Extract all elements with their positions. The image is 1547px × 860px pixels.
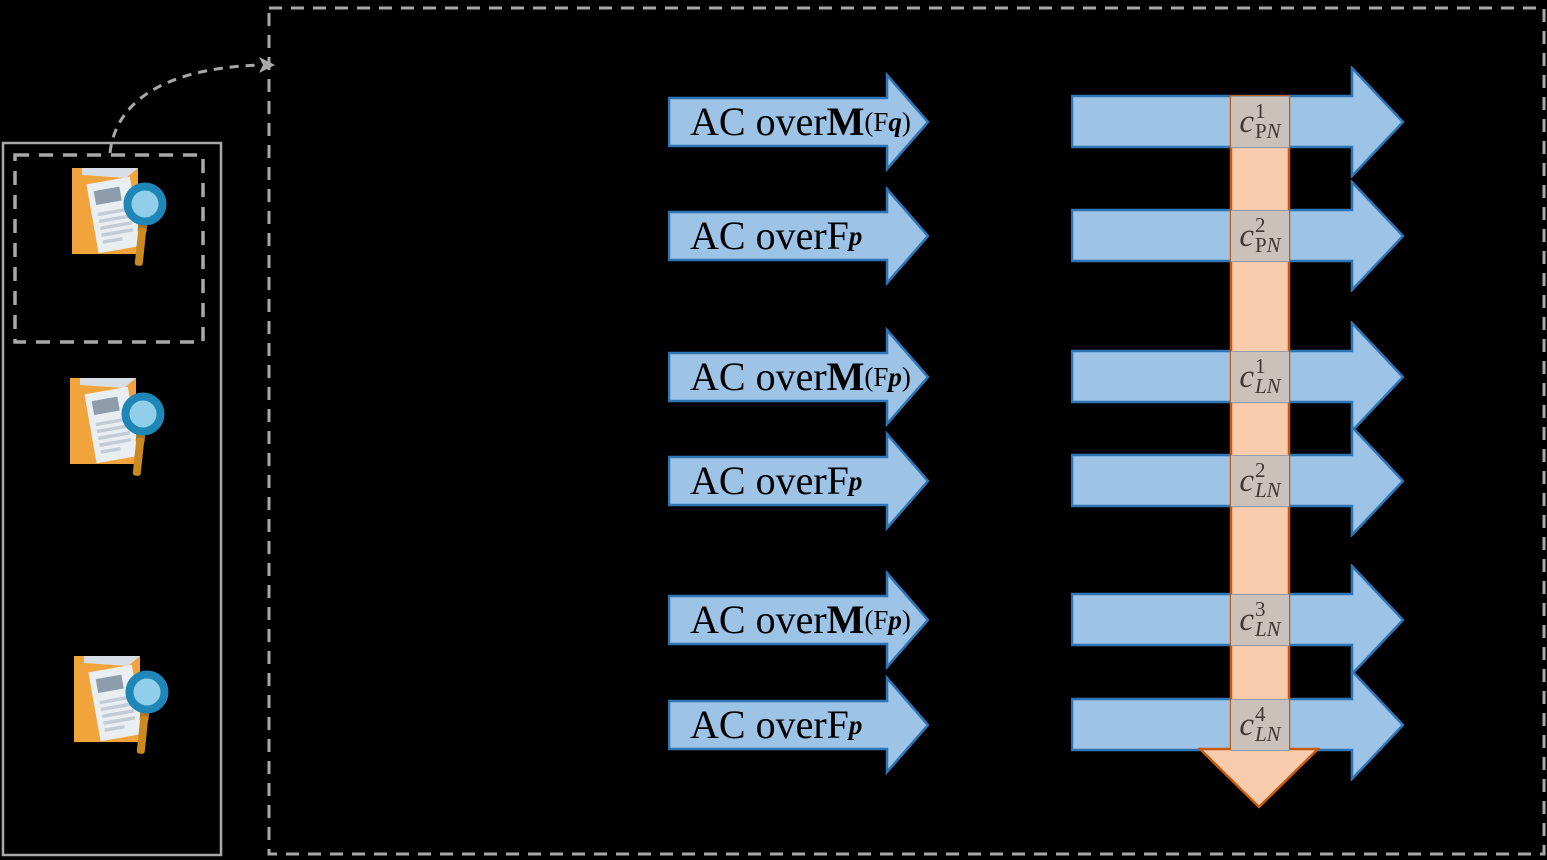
source-panel-box — [1, 141, 223, 857]
ac-label-arrow-icon — [668, 326, 929, 428]
selected-item-dashed-box — [13, 153, 205, 344]
ac-label: AC over M(Fp) — [690, 597, 911, 642]
ac-label-arrow-icon — [668, 71, 929, 173]
ac-label: AC over M(Fp) — [690, 354, 911, 399]
main-dashed-boundary — [267, 6, 1546, 856]
ac-label: AC over M(Fq) — [690, 99, 911, 144]
ac-label-arrow-icon — [668, 569, 929, 671]
ac-label-arrow-icon — [668, 185, 929, 287]
ac-label-arrow-icon — [668, 430, 929, 532]
curved-dashed-arrow-icon — [108, 57, 275, 154]
folder-document-search-icon — [68, 650, 173, 760]
ac-label-arrow-icon — [668, 674, 929, 776]
folder-document-search-icon — [64, 372, 169, 482]
folder-document-search-icon — [66, 162, 171, 272]
